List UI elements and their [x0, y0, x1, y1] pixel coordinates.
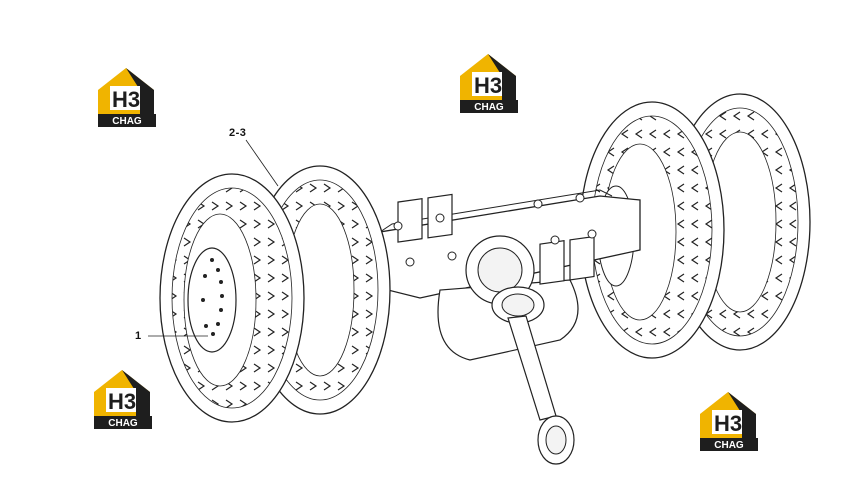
brand-logo-bottom-right: H3 CHAG [698, 390, 762, 452]
logo-text: H3 [108, 389, 136, 414]
brand-logo-top-left: H3 CHAG [96, 66, 160, 128]
logo-subtext: CHAG [112, 116, 142, 127]
leader-line-2-3 [245, 139, 279, 187]
logo-text: H3 [112, 87, 140, 112]
callout-1: 1 [135, 330, 142, 342]
right-inner-tire [579, 101, 725, 359]
callout-2-3: 2-3 [229, 127, 247, 139]
left-wheel-hub [187, 247, 237, 353]
logo-text: H3 [474, 73, 502, 98]
logo-subtext: CHAG [714, 440, 744, 451]
logo-subtext: CHAG [474, 102, 504, 113]
logo-text: H3 [714, 411, 742, 436]
brand-logo-bottom-left: H3 CHAG [92, 368, 156, 430]
logo-subtext: CHAG [108, 418, 138, 429]
drive-shaft [491, 286, 575, 465]
brand-logo-top-center: H3 CHAG [458, 52, 522, 114]
